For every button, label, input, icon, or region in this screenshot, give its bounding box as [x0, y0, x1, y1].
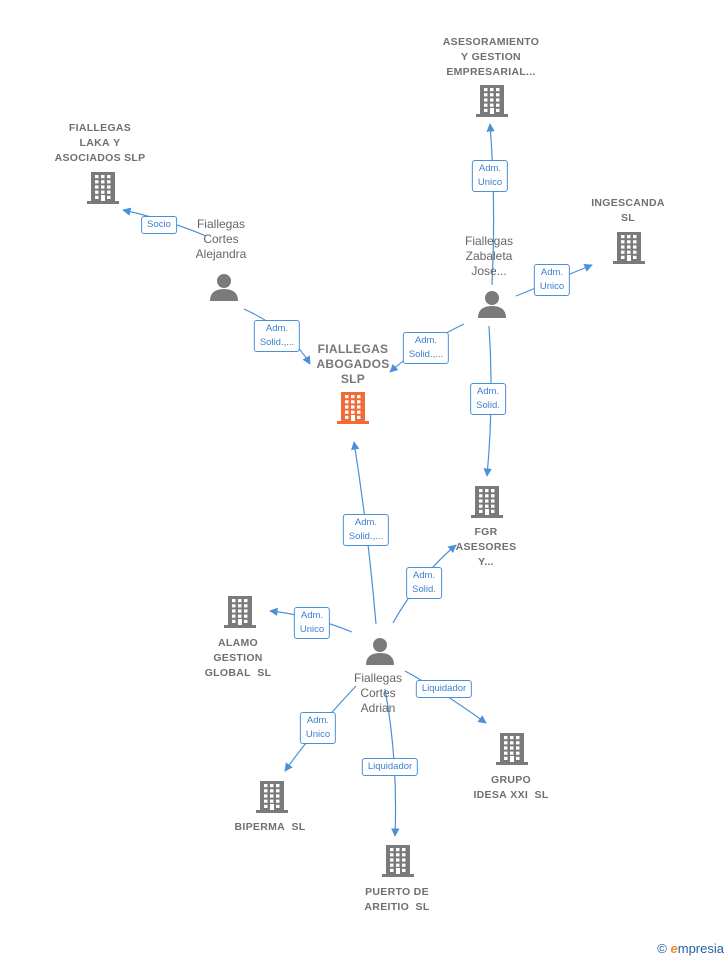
person-icon-alejandra[interactable] [210, 274, 238, 301]
edge-label-adrian-to-alamo[interactable]: Adm.Unico [293, 607, 331, 639]
building-icon-grupo[interactable] [496, 733, 528, 765]
copyright-symbol: © [657, 941, 667, 956]
edge-label-jose-to-main[interactable]: Adm.Solid.,... [402, 332, 450, 364]
edge-label-alejandra-to-main[interactable]: Adm.Solid.,... [253, 320, 301, 352]
person-icon-adrian[interactable] [366, 638, 394, 665]
building-icon-asesoramiento[interactable] [476, 85, 508, 117]
building-icon-laka[interactable] [87, 172, 119, 204]
edge-label-adrian-to-grupo[interactable]: Liquidador [415, 680, 473, 698]
building-icon-puerto[interactable] [382, 845, 414, 877]
edge-label-adrian-to-biperma[interactable]: Adm.Unico [299, 712, 337, 744]
building-icon-fgr[interactable] [471, 486, 503, 518]
edge-jose-to-asesoramiento [486, 123, 495, 286]
edge-label-adrian-to-fgr[interactable]: Adm.Solid. [406, 567, 442, 599]
building-icon-biperma[interactable] [256, 781, 288, 813]
empresia-watermark: © empresia [657, 941, 724, 956]
brand-name: mpresia [677, 941, 724, 956]
edge-label-jose-to-ingescanda[interactable]: Adm.Unico [533, 264, 571, 296]
edge-label-adrian-to-main[interactable]: Adm.Solid.,... [342, 514, 390, 546]
building-icon-main[interactable] [337, 392, 369, 424]
edge-label-jose-to-fgr[interactable]: Adm.Solid. [470, 383, 506, 415]
node-label-biperma[interactable]: BIPERMA SL [234, 821, 306, 833]
edge-label-adrian-to-puerto[interactable]: Liquidador [361, 758, 419, 776]
brand-initial: e [670, 941, 678, 956]
building-icon-alamo[interactable] [224, 596, 256, 628]
person-icon-jose[interactable] [478, 291, 506, 318]
edge-label-jose-to-asesoramiento[interactable]: Adm.Unico [471, 160, 509, 192]
building-icon-ingescanda[interactable] [613, 232, 645, 264]
edge-label-alejandra-to-laka[interactable]: Socio [141, 216, 177, 234]
